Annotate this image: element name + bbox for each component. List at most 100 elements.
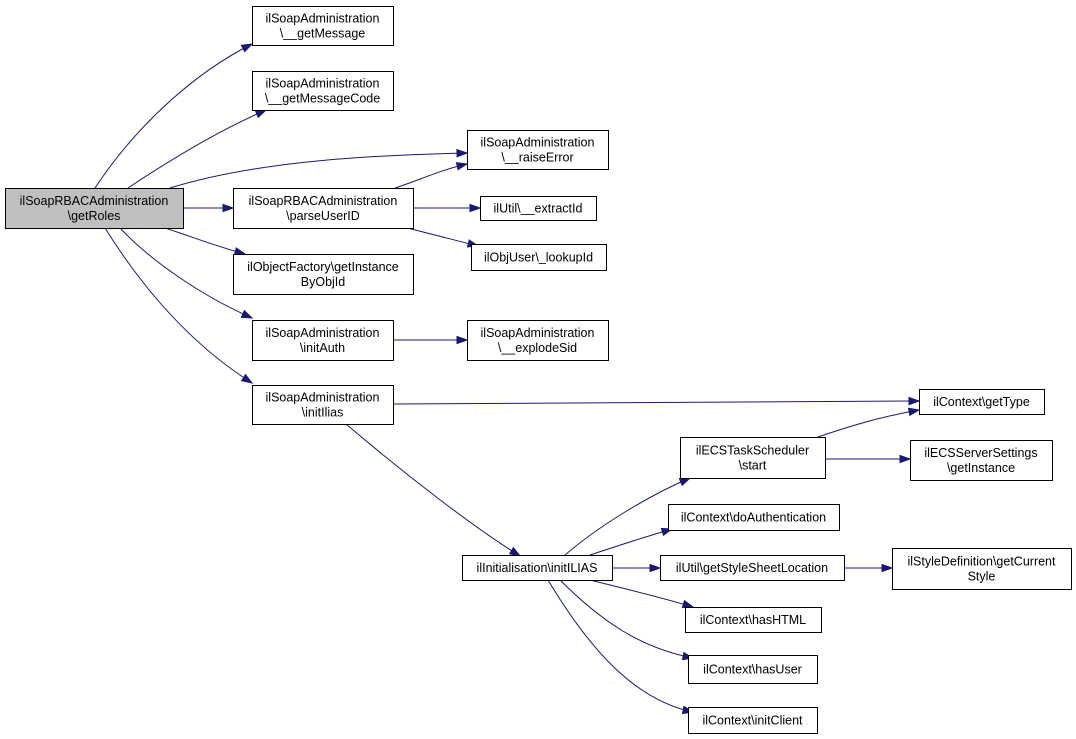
arrowhead-icon <box>469 203 482 213</box>
node-label-line: ilInitialisation\initILIAS <box>477 561 598 575</box>
edge-ecs-start-to-get-type <box>817 407 921 438</box>
node-init-ilias[interactable]: ilInitialisation\initILIAS <box>462 555 613 581</box>
arrowhead-icon <box>881 563 894 573</box>
node-do-authentication[interactable]: ilContext\doAuthentication <box>668 504 840 531</box>
arrowhead-icon <box>222 203 235 213</box>
node-parse-user-id[interactable]: ilSoapRBACAdministration\parseUserID <box>233 188 414 229</box>
edge-line <box>392 400 920 405</box>
edge-line <box>559 579 694 659</box>
node-box <box>233 254 414 295</box>
node-box <box>5 188 184 229</box>
node-label-line: \getRoles <box>68 209 121 223</box>
node-box <box>233 188 414 229</box>
node-label-line: ilSoapAdministration <box>266 12 380 26</box>
arrowhead-icon <box>240 43 254 53</box>
edge-init-ilias-to-init-client <box>547 579 695 715</box>
node-label-line: ilSoapRBACAdministration <box>20 194 169 208</box>
arrowhead-icon <box>456 148 469 158</box>
node-label-line: ilSoapAdministration <box>266 391 380 405</box>
node-explode-sid[interactable]: ilSoapAdministration\__explodeSid <box>467 320 609 361</box>
node-box <box>480 196 597 221</box>
node-ecs-start[interactable]: ilECSTaskScheduler\start <box>680 437 826 479</box>
edge-line <box>169 152 468 189</box>
node-get-message-code[interactable]: ilSoapAdministration\__getMessageCode <box>252 71 394 111</box>
edge-init-ilias-to-do-authentication <box>589 527 674 556</box>
node-box <box>919 389 1045 415</box>
node-box <box>252 320 394 361</box>
edge-line <box>407 227 479 247</box>
edge-get-roles-to-parse-user-id <box>183 203 235 213</box>
node-get-message[interactable]: ilSoapAdministration\__getMessage <box>252 6 394 46</box>
node-extract-id[interactable]: ilUtil\__extractId <box>480 196 597 221</box>
edge-get-roles-to-init-auth <box>119 227 254 319</box>
node-get-type[interactable]: ilContext\getType <box>919 389 1045 415</box>
node-box <box>252 385 394 425</box>
edge-init-auth-to-explode-sid <box>393 335 469 345</box>
edge-get-roles-to-raise-error <box>169 148 469 189</box>
node-lookup-id[interactable]: ilObjUser\_lookupId <box>471 244 607 271</box>
node-init-ilias[interactable]: ilSoapAdministration\initIlias <box>252 385 394 425</box>
edge-get-roles-to-get-message <box>94 43 254 189</box>
arrowhead-icon <box>508 546 522 557</box>
edge-get-roles-to-init-ilias <box>104 227 254 384</box>
node-label-line: ilObjectFactory\getInstance <box>247 260 399 274</box>
node-get-roles[interactable]: ilSoapRBACAdministration\getRoles <box>5 188 184 229</box>
arrowhead-icon <box>907 407 921 417</box>
node-box <box>910 440 1053 481</box>
node-has-user[interactable]: ilContext\hasUser <box>688 655 818 684</box>
node-label-line: \getInstance <box>947 461 1015 475</box>
node-label-line: ilContext\doAuthentication <box>681 511 826 525</box>
edge-init-ilias-to-init-ilias <box>345 423 522 557</box>
edge-init-ilias-to-get-type <box>392 396 921 406</box>
arrowhead-icon <box>681 599 695 609</box>
arrowhead-icon <box>455 162 469 171</box>
edge-init-ilias-to-has-user <box>559 579 695 661</box>
node-box <box>668 504 840 531</box>
arrowhead-icon <box>240 373 254 384</box>
node-box <box>462 555 613 581</box>
edge-get-style-sheet-location-to-get-current-style <box>844 563 894 573</box>
node-label-line: \__getMessage <box>280 27 366 41</box>
node-box <box>660 555 845 581</box>
node-box <box>680 437 826 479</box>
edge-get-roles-to-get-instance-by-obj-id <box>164 227 247 256</box>
node-label-line: \initIlias <box>302 406 344 420</box>
node-label-line: ilSoapRBACAdministration <box>249 194 398 208</box>
node-raise-error[interactable]: ilSoapAdministration\__raiseError <box>467 130 609 170</box>
node-label-line: ilObjUser\_lookupId <box>484 251 593 265</box>
node-ecs-get-instance[interactable]: ilECSServerSettings\getInstance <box>910 440 1053 481</box>
node-label-line: ilSoapAdministration <box>266 77 380 91</box>
node-label-line: ilContext\getType <box>933 395 1030 409</box>
node-label-line: \__raiseError <box>501 151 573 165</box>
edge-line <box>104 227 253 384</box>
node-init-auth[interactable]: ilSoapAdministration\initAuth <box>252 320 394 361</box>
node-label-line: ilSoapAdministration <box>481 326 595 340</box>
node-box <box>685 607 822 633</box>
node-label-line: ilECSTaskScheduler <box>696 444 809 458</box>
node-label-line: \start <box>739 459 767 473</box>
node-label-line: ilStyleDefinition\getCurrent <box>908 555 1057 569</box>
edge-line <box>817 409 920 438</box>
arrowhead-icon <box>649 563 662 573</box>
edge-line <box>394 163 468 189</box>
edge-line <box>345 423 521 557</box>
node-label-line: Style <box>968 570 996 584</box>
node-label-line: ByObjId <box>301 275 346 289</box>
arrowhead-icon <box>456 335 469 345</box>
node-box <box>471 244 607 271</box>
node-box <box>252 71 394 111</box>
edge-init-ilias-to-get-style-sheet-location <box>612 563 662 573</box>
node-get-style-sheet-location[interactable]: ilUtil\getStyleSheetLocation <box>660 555 845 581</box>
node-label-line: \__explodeSid <box>498 341 577 355</box>
node-label-line: \parseUserID <box>286 209 360 223</box>
arrowhead-icon <box>254 109 268 119</box>
node-init-client[interactable]: ilContext\initClient <box>688 707 818 734</box>
edge-parse-user-id-to-extract-id <box>413 203 482 213</box>
node-has-html[interactable]: ilContext\hasHTML <box>685 607 822 633</box>
node-box <box>688 707 818 734</box>
edge-parse-user-id-to-lookup-id <box>407 227 480 248</box>
arrowhead-icon <box>240 309 254 319</box>
